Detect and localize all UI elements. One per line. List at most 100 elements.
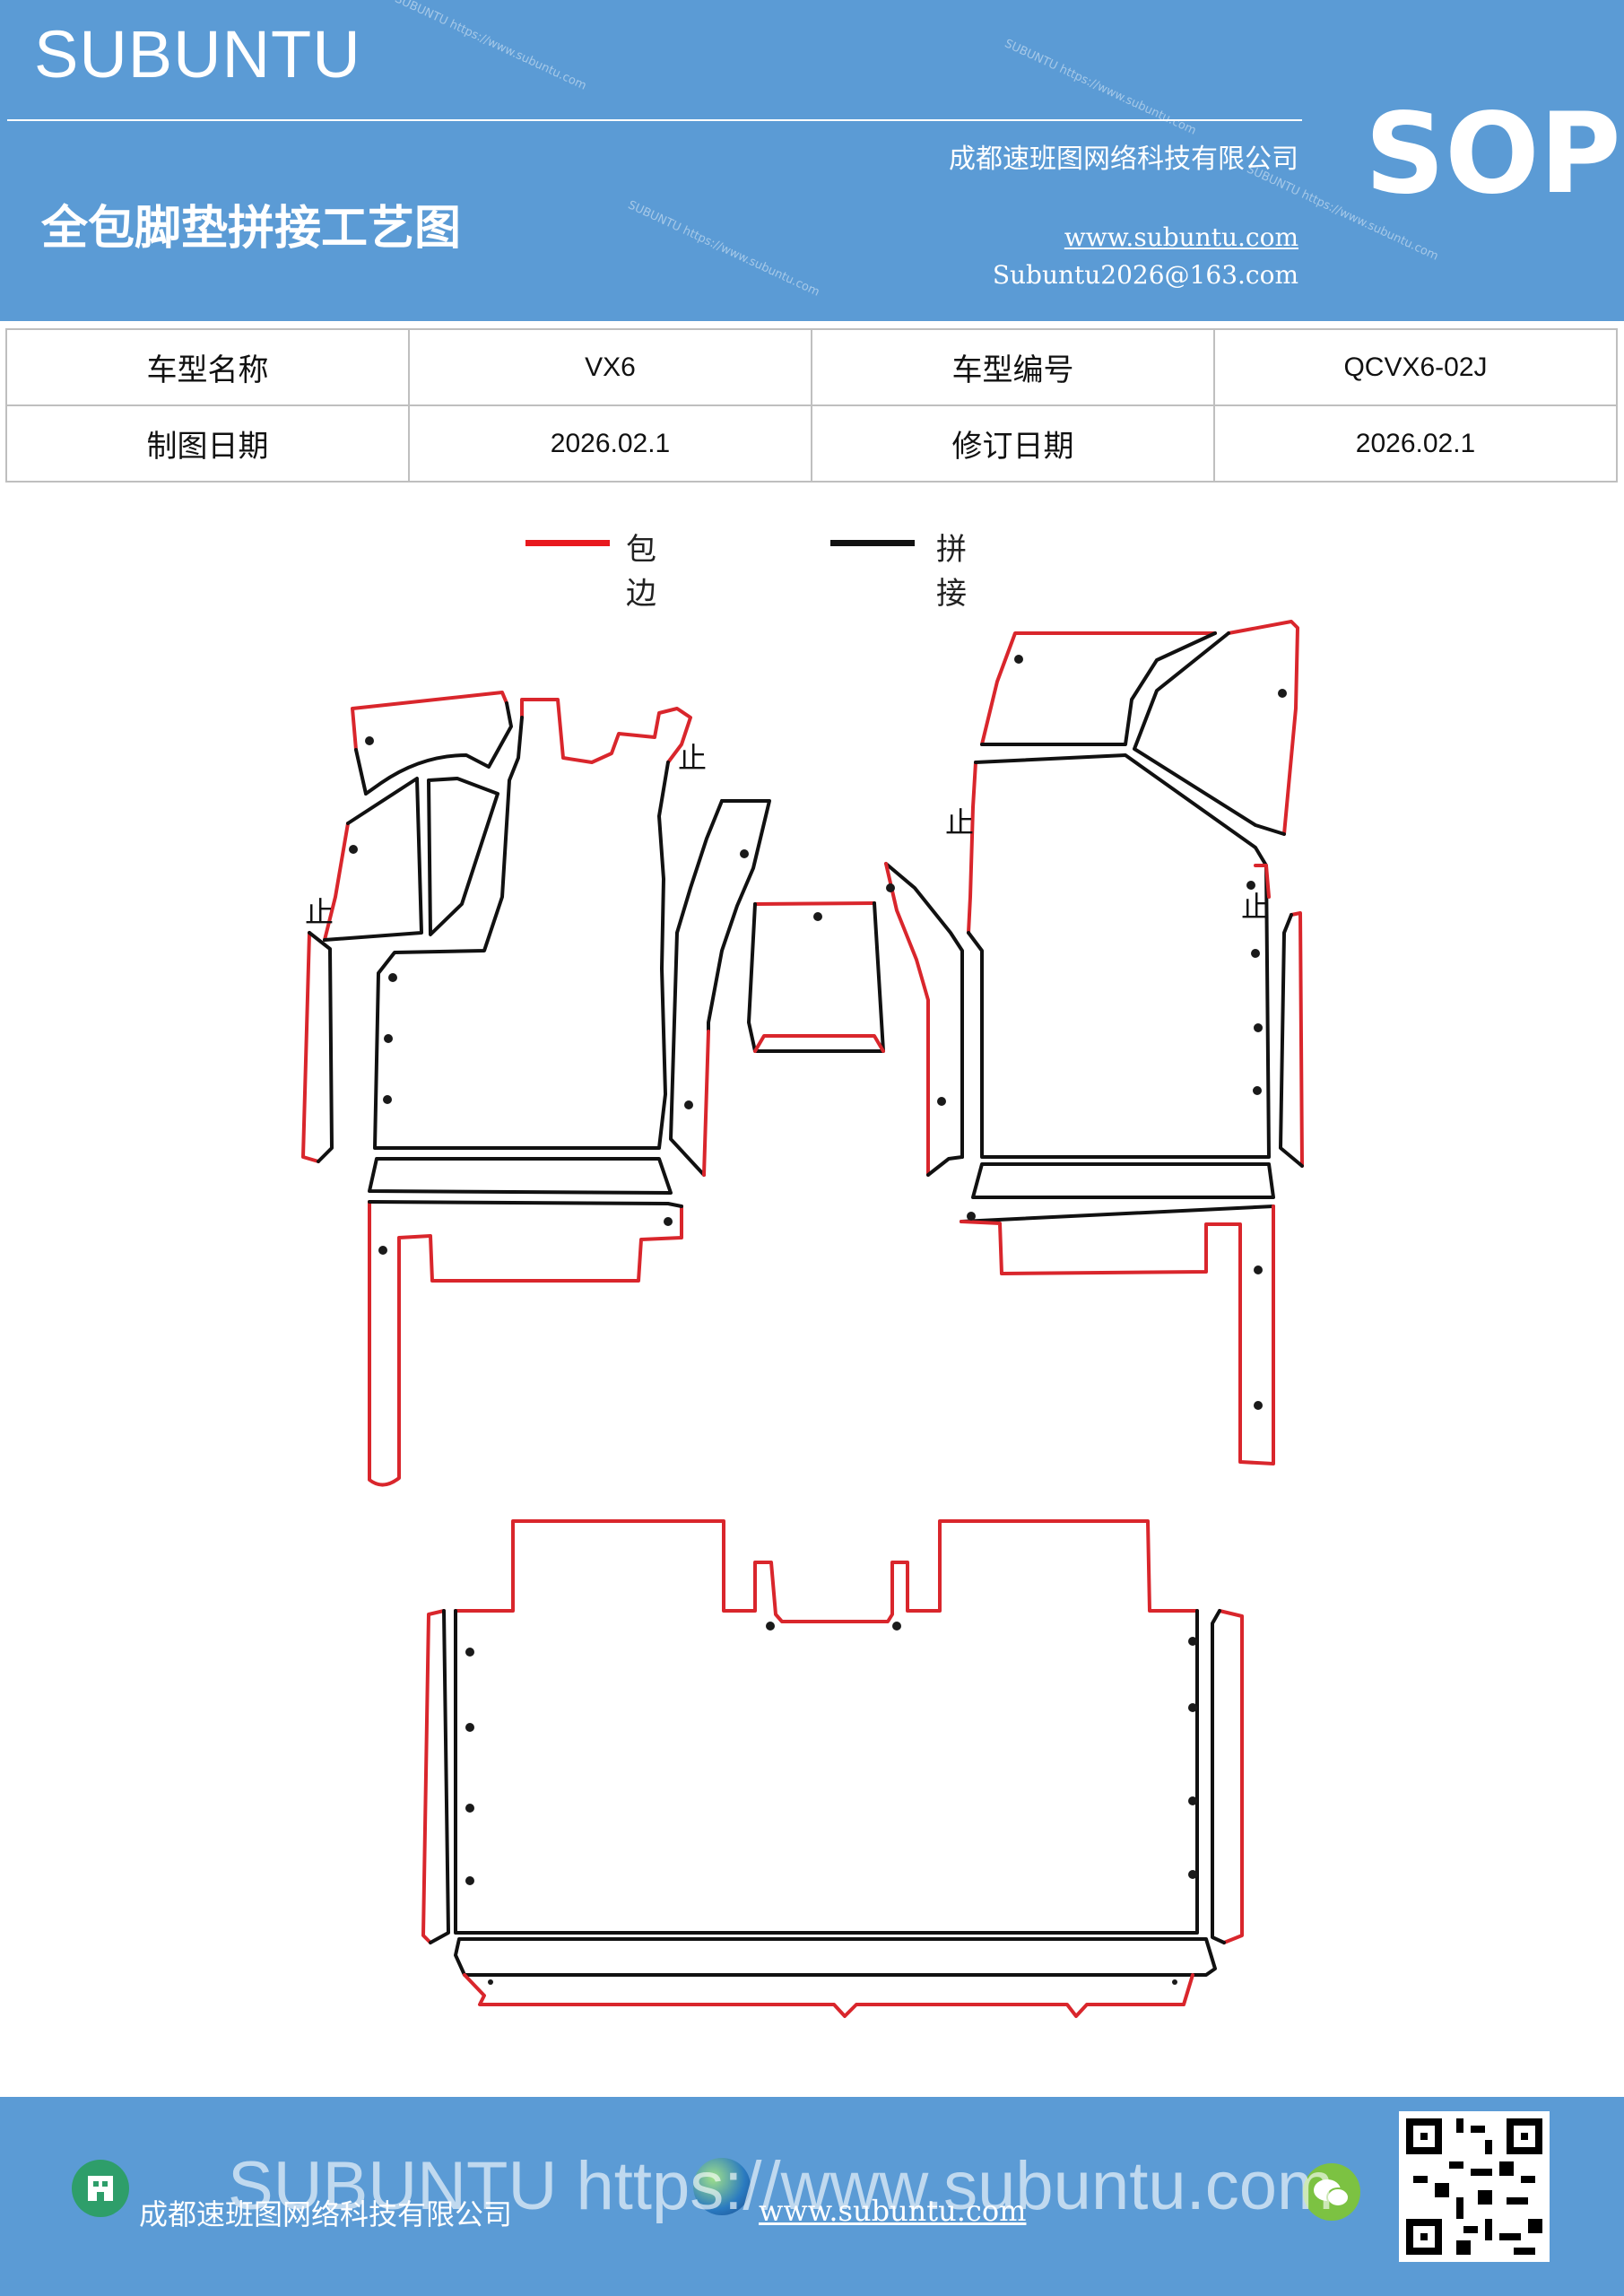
seam-line — [980, 631, 1217, 746]
edge-line — [1254, 864, 1271, 899]
dot — [365, 736, 374, 745]
seam-line — [454, 1609, 1199, 1935]
edge-line — [753, 1034, 885, 1053]
dot — [384, 1034, 393, 1043]
seam-line — [308, 931, 334, 1163]
edge-line — [421, 1609, 446, 1944]
vehicle-info-table: 车型名称 VX6 车型编号 QCVX6-02J 制图日期 2026.02.1 修… — [5, 328, 1618, 483]
edge-line-swatch — [525, 540, 610, 546]
seam-line — [373, 716, 670, 1150]
seam-line — [368, 1157, 673, 1195]
edge-line — [301, 931, 320, 1163]
dot — [1254, 1265, 1263, 1274]
seam-line — [368, 1200, 683, 1208]
sop-badge: SOP — [1365, 90, 1621, 219]
header-divider — [7, 119, 1302, 121]
stop-mark: 止 — [1241, 890, 1270, 924]
edge-line — [1218, 1609, 1244, 1944]
seam-line — [967, 753, 1271, 1159]
stop-mark: 止 — [305, 895, 334, 929]
dot — [684, 1100, 693, 1109]
dot — [1188, 1796, 1197, 1805]
seam-line — [1211, 1609, 1226, 1944]
edge-line — [1227, 620, 1299, 836]
dot — [465, 1876, 474, 1885]
edge-legend-label: 包边 — [626, 532, 656, 612]
dot — [465, 1648, 474, 1657]
dot — [740, 849, 749, 858]
dot — [813, 912, 822, 921]
dot — [1254, 1401, 1263, 1410]
website-link[interactable]: www.subuntu.com — [1064, 222, 1298, 252]
seam-line — [354, 701, 513, 796]
seam-line — [747, 901, 885, 1053]
seam-line — [323, 777, 423, 942]
dot — [388, 973, 397, 982]
seam-line — [926, 1155, 964, 1177]
dot — [937, 1097, 946, 1106]
dot — [465, 1804, 474, 1813]
revision-date-value: 2026.02.1 — [1213, 404, 1618, 483]
positioning-dots — [349, 655, 1287, 1985]
brand-logo: SUBUNTU — [34, 17, 361, 91]
dot — [892, 1622, 901, 1631]
draw-date-label: 制图日期 — [5, 404, 410, 483]
dot — [886, 883, 895, 892]
edge-line — [702, 1030, 710, 1177]
email-address: Subuntu2026@163.com — [992, 260, 1298, 290]
model-code-value: QCVX6-02J — [1213, 328, 1618, 406]
dot — [1188, 1637, 1197, 1646]
model-code-label: 车型编号 — [811, 328, 1215, 406]
seam-line — [429, 1609, 450, 1944]
seam-line — [1279, 913, 1304, 1168]
seam-line — [427, 777, 499, 936]
stop-mark: 止 — [945, 805, 974, 839]
dot — [378, 1246, 387, 1255]
dot — [766, 1622, 775, 1631]
footer-website-link[interactable]: www.subuntu.com — [759, 2194, 1027, 2228]
edge-line — [753, 901, 876, 906]
dot — [1188, 1870, 1197, 1879]
draw-date-value: 2026.02.1 — [408, 404, 812, 483]
model-name-value: VX6 — [408, 328, 812, 406]
edge-line — [967, 761, 977, 935]
table-row: 车型名称 VX6 车型编号 QCVX6-02J — [5, 328, 1618, 406]
dot — [1188, 1703, 1197, 1712]
seam-line — [884, 862, 964, 1159]
dot — [488, 1979, 493, 1985]
edge-line — [454, 1519, 1199, 1623]
seam-line — [454, 1937, 1217, 1977]
edge-line — [980, 631, 1217, 746]
footer-watermark: SUBUNTU https://www.subuntu.com — [228, 2148, 1334, 2224]
header-banner: SUBUNTU 全包脚垫拼接工艺图 成都速班图网络科技有限公司 www.subu… — [0, 0, 1624, 321]
page-title: 全包脚垫拼接工艺图 — [41, 201, 462, 256]
dot — [967, 1212, 976, 1221]
edge-line — [368, 1200, 683, 1487]
model-name-label: 车型名称 — [5, 328, 410, 406]
footer-company-name: 成都速班图网络科技有限公司 — [139, 2197, 513, 2231]
seam-line — [971, 1162, 1275, 1199]
edge-line — [520, 698, 692, 764]
qr-code[interactable] — [1399, 2111, 1550, 2262]
dot — [349, 845, 358, 854]
seam-line — [707, 799, 771, 1033]
dot — [1014, 655, 1023, 664]
dot — [1254, 1023, 1263, 1032]
dot — [1172, 1979, 1177, 1985]
seam-line — [669, 799, 724, 1177]
revision-date-label: 修订日期 — [811, 404, 1215, 483]
company-name: 成都速班图网络科技有限公司 — [949, 144, 1298, 175]
dot — [383, 1095, 392, 1104]
dot — [465, 1723, 474, 1732]
building-icon — [72, 2160, 129, 2217]
dot — [664, 1217, 673, 1226]
edge-line — [351, 691, 508, 752]
seam-line-swatch — [830, 540, 915, 546]
dot — [1278, 689, 1287, 698]
seam-line — [1133, 631, 1286, 836]
seam-legend-label: 拼接 — [936, 532, 967, 612]
table-row: 制图日期 2026.02.1 修订日期 2026.02.1 — [5, 404, 1618, 483]
edge-line — [463, 1973, 1194, 2018]
dot — [1253, 1086, 1262, 1095]
